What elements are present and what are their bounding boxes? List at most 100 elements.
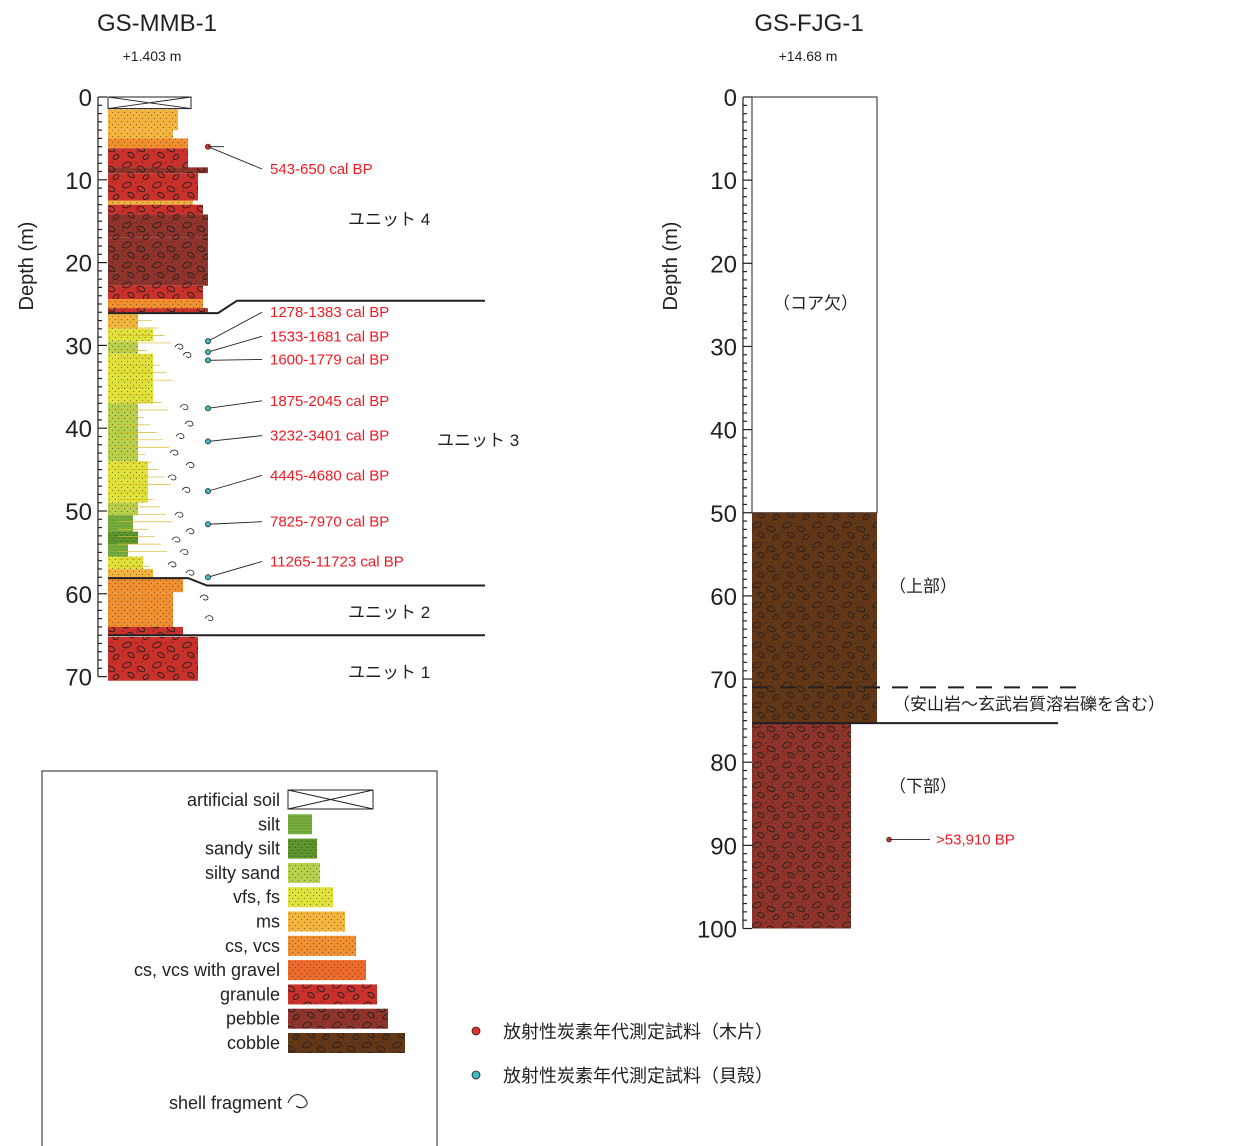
legend-shell-label: shell fragment	[169, 1093, 282, 1113]
legend-label-cobble: cobble	[227, 1033, 280, 1053]
mmb-layer-vfs_fs-texture	[108, 461, 148, 503]
fjg-tick-label: 100	[697, 917, 737, 944]
shell-sample-label: 放射性炭素年代測定試料（貝殻）	[503, 1066, 773, 1086]
mmb-shell-fragment	[182, 351, 192, 358]
unit-2-label: ユニット 2	[348, 603, 430, 622]
mmb-shell-fragment	[174, 343, 184, 350]
legend-label-ms: ms	[256, 912, 280, 932]
fjg-no-core-label: （コア欠）	[773, 294, 858, 313]
mmb-tick-label: 20	[65, 251, 92, 278]
fjg-tick-label: 20	[710, 251, 737, 278]
shell-sample-dot	[205, 438, 211, 445]
fjg-tick-label: 70	[710, 667, 737, 694]
legend-label-artificial: artificial soil	[187, 790, 280, 810]
mmb-layer-pebble-texture	[108, 237, 208, 286]
mmb-layer-granule-texture	[108, 204, 203, 215]
fjg-upper-label: （上部）	[889, 577, 957, 596]
mmb-layer-vfs_fs-texture	[108, 353, 153, 404]
legend-swatch-sandy_silt-texture	[288, 838, 317, 859]
mmb-shell-fragment	[185, 569, 195, 576]
mmb-layer-cs_vcs-texture	[108, 592, 173, 627]
mmb-shell-fragment	[171, 536, 181, 543]
fjg-upper-unit-texture	[752, 512, 877, 724]
wood-sample-dot-icon	[471, 1026, 481, 1036]
mmb-date-leader	[207, 146, 263, 170]
mmb-layer-granule-texture	[108, 636, 198, 681]
mmb-shell-fragment	[174, 511, 184, 518]
fjg-upper-note: （安山岩～玄武岩質溶岩礫を含む）	[893, 695, 1165, 714]
fjg-tick-label: 0	[724, 85, 737, 112]
shell-sample-dot	[205, 349, 211, 355]
unit-1-label: ユニット 1	[348, 663, 430, 682]
legend-swatch-granule-texture	[288, 984, 377, 1005]
legend-label-cs_vcs: cs, vcs	[225, 936, 280, 956]
unit-3-label: ユニット 3	[437, 431, 519, 450]
fjg-tick-label: 30	[710, 334, 737, 361]
mmb-date-label: 7825-7970 cal BP	[270, 514, 389, 531]
mmb-layer-granule-texture	[108, 626, 183, 636]
fjg-tick-label: 50	[710, 501, 737, 528]
mmb-shell-fragment	[181, 486, 191, 493]
legend-label-granule: granule	[220, 984, 280, 1004]
mmb-tick-label: 50	[65, 499, 92, 526]
mmb-date-label: 1278-1383 cal BP	[270, 304, 389, 321]
fjg-no-core-interval	[751, 96, 878, 514]
mmb-tick-label: 0	[79, 85, 92, 112]
mmb-shell-fragment	[179, 549, 189, 555]
legend-swatch-cobble-texture	[288, 1033, 405, 1053]
mmb-layer-granule-texture	[108, 173, 198, 201]
fjg-tick-label: 90	[710, 833, 737, 860]
fjg-title: GS-FJG-1	[754, 10, 863, 37]
mmb-date-label: 1533-1681 cal BP	[270, 328, 389, 345]
mmb-layer-silt-texture	[108, 544, 128, 557]
shell-sample-dot	[205, 488, 211, 495]
mmb-date-label: 3232-3401 cal BP	[270, 428, 389, 445]
mmb-shell-fragment	[167, 474, 177, 481]
fjg-lithology-column	[751, 96, 1085, 929]
mmb-shell-fragment	[204, 615, 214, 622]
boundary-unit-3-2	[108, 577, 485, 587]
mmb-shell-fragment	[184, 420, 194, 427]
mmb-date-leader	[207, 335, 263, 353]
fjg-tick-label: 60	[710, 584, 737, 611]
column-gs-mmb-1: GS-MMB-1 +1.403 m Depth (m) 010203040506…	[16, 10, 519, 692]
legend-swatch-artificial-cross	[287, 789, 374, 810]
mmb-shell-fragment	[167, 561, 177, 568]
legend-swatch-silty_sand-texture	[288, 862, 320, 883]
shell-sample-dot-icon	[471, 1070, 481, 1080]
mmb-shell-fragment	[199, 594, 209, 601]
mmb-unit-boundaries	[108, 299, 485, 637]
mmb-date-leader	[207, 474, 263, 492]
mmb-date-leader	[207, 521, 263, 525]
mmb-tick-label: 70	[65, 665, 92, 692]
mmb-layer-pebble-texture	[108, 214, 208, 238]
mmb-date-label: 4445-4680 cal BP	[270, 467, 389, 484]
mmb-shell-fragment	[185, 462, 195, 468]
fjg-lower-unit-texture	[752, 723, 851, 929]
mmb-date-leader	[207, 561, 263, 578]
mmb-tick-label: 60	[65, 582, 92, 609]
mmb-date-leader	[207, 435, 263, 442]
mmb-date-label: 11265-11723 cal BP	[270, 553, 404, 570]
mmb-depth-axis-label: Depth (m)	[16, 222, 38, 311]
legend-label-cs_vcs_gravel: cs, vcs with gravel	[134, 960, 280, 980]
legend-frame	[41, 770, 438, 1146]
boundary-unit-4-3	[108, 299, 485, 315]
shell-sample-dot	[205, 357, 211, 364]
fjg-depth-axis-label: Depth (m)	[660, 222, 682, 311]
fjg-date-label: >53,910 BP	[936, 832, 1015, 849]
fjg-tick-label: 80	[710, 750, 737, 777]
shell-sample-dot	[205, 338, 211, 345]
mmb-shell-fragment	[169, 449, 179, 456]
mmb-layer-ms-texture	[108, 313, 138, 329]
legend-label-pebble: pebble	[226, 1009, 280, 1029]
fjg-radiocarbon-date: >53,910 BP	[886, 832, 1015, 849]
mmb-layer-cs_vcs-texture	[108, 138, 188, 149]
mmb-tick-label: 10	[65, 168, 92, 195]
mmb-date-leader	[207, 311, 263, 342]
fjg-tick-label: 40	[710, 418, 737, 445]
mmb-artificial-soil-cross	[107, 96, 192, 110]
mmb-date-label: 1600-1779 cal BP	[270, 351, 389, 368]
column-gs-fjg-1: GS-FJG-1 +14.68 m Depth (m) 010203040506…	[660, 10, 1165, 944]
